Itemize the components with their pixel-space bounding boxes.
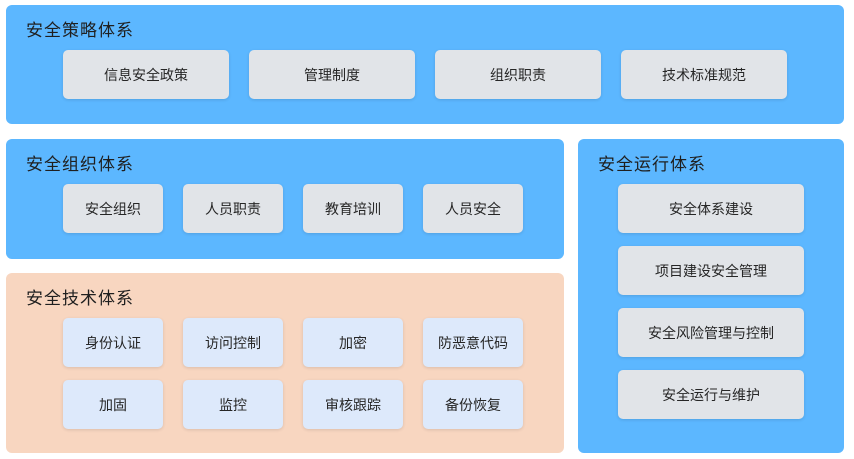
strategy-title: 安全策略体系: [26, 21, 134, 41]
technology-item-monitoring: 监控: [183, 380, 283, 429]
operation-item-operation-maintenance: 安全运行与维护: [618, 370, 804, 419]
operation-title: 安全运行体系: [598, 155, 706, 175]
organization-item-org: 安全组织: [63, 184, 163, 233]
organization-title: 安全组织体系: [26, 155, 134, 175]
strategy-item-duties: 组织职责: [435, 50, 601, 99]
technology-item-access-control: 访问控制: [183, 318, 283, 367]
strategy-item-policy: 信息安全政策: [63, 50, 229, 99]
strategy-item-standards: 技术标准规范: [621, 50, 787, 99]
technology-item-hardening: 加固: [63, 380, 163, 429]
technology-item-backup-recovery: 备份恢复: [423, 380, 523, 429]
technology-item-encryption: 加密: [303, 318, 403, 367]
strategy-item-management: 管理制度: [249, 50, 415, 99]
technology-item-anti-malware: 防恶意代码: [423, 318, 523, 367]
technology-item-audit-trail: 审核跟踪: [303, 380, 403, 429]
organization-item-personnel: 人员安全: [423, 184, 523, 233]
organization-item-training: 教育培训: [303, 184, 403, 233]
organization-panel: 安全组织体系 安全组织 人员职责 教育培训 人员安全: [6, 139, 564, 259]
operation-item-risk-management: 安全风险管理与控制: [618, 308, 804, 357]
operation-item-system-build: 安全体系建设: [618, 184, 804, 233]
organization-item-duties: 人员职责: [183, 184, 283, 233]
technology-title: 安全技术体系: [26, 289, 134, 309]
operation-panel: 安全运行体系 安全体系建设 项目建设安全管理 安全风险管理与控制 安全运行与维护: [578, 139, 844, 453]
operation-item-project-security: 项目建设安全管理: [618, 246, 804, 295]
technology-panel: 安全技术体系 身份认证 访问控制 加密 防恶意代码 加固 监控 审核跟踪 备份恢…: [6, 273, 564, 453]
technology-item-authentication: 身份认证: [63, 318, 163, 367]
strategy-panel: 安全策略体系 信息安全政策 管理制度 组织职责 技术标准规范: [6, 5, 844, 124]
